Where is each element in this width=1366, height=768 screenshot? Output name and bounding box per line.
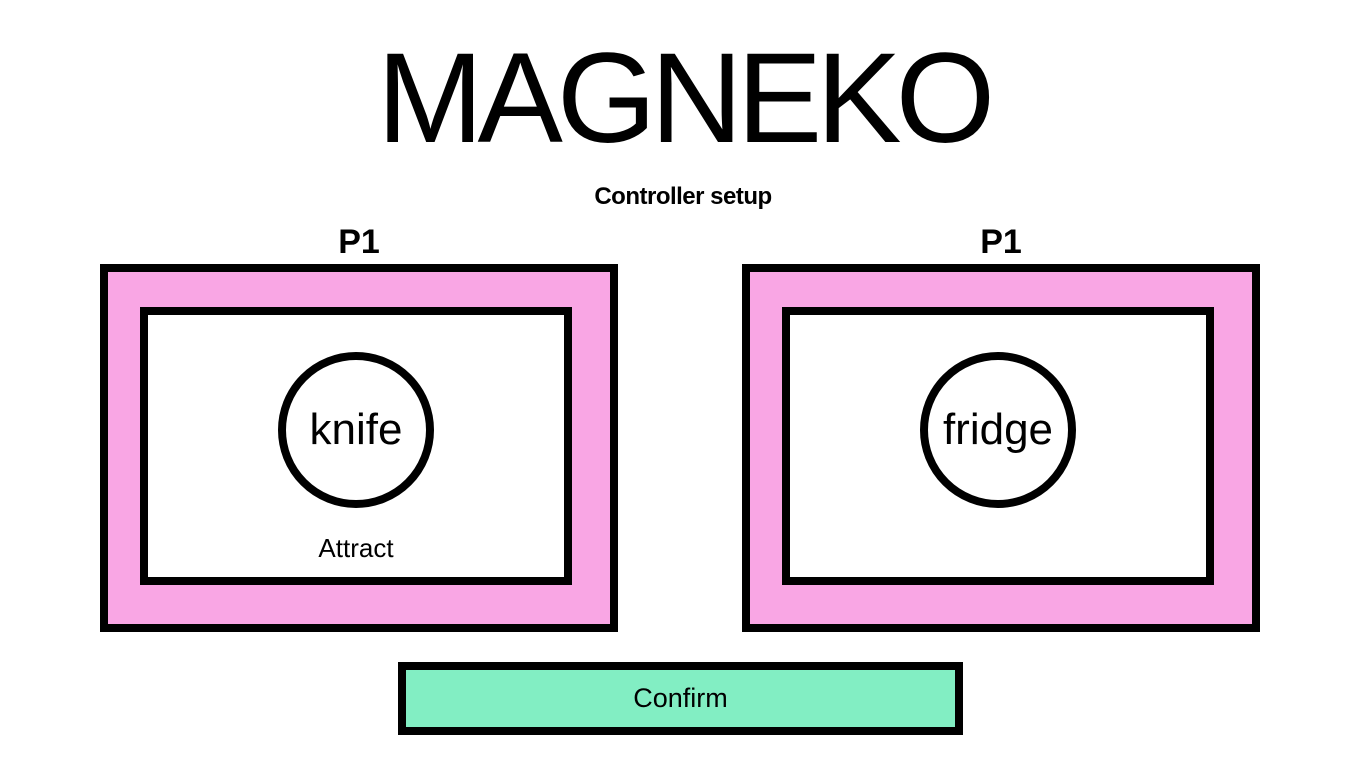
controller-frame: fridge: [742, 264, 1260, 632]
confirm-button[interactable]: Confirm: [398, 662, 963, 735]
player-panel-right: P1 fridge: [742, 221, 1260, 632]
controller-frame: knife Attract: [100, 264, 618, 632]
game-title: MAGNEKO: [376, 27, 995, 170]
mode-label: Attract: [318, 533, 394, 563]
controller-screen-area: knife Attract: [140, 307, 572, 585]
player-label: P1: [980, 223, 1022, 261]
player-panel-left: P1 knife Attract: [100, 221, 618, 632]
binding-knob-knife[interactable]: knife: [278, 352, 434, 508]
player-label: P1: [338, 223, 380, 261]
controller-screen-area: fridge: [782, 307, 1214, 585]
binding-label: fridge: [942, 405, 1054, 454]
screen-subtitle: Controller setup: [594, 183, 772, 210]
binding-label: knife: [309, 405, 403, 454]
binding-knob-fridge[interactable]: fridge: [920, 352, 1076, 508]
